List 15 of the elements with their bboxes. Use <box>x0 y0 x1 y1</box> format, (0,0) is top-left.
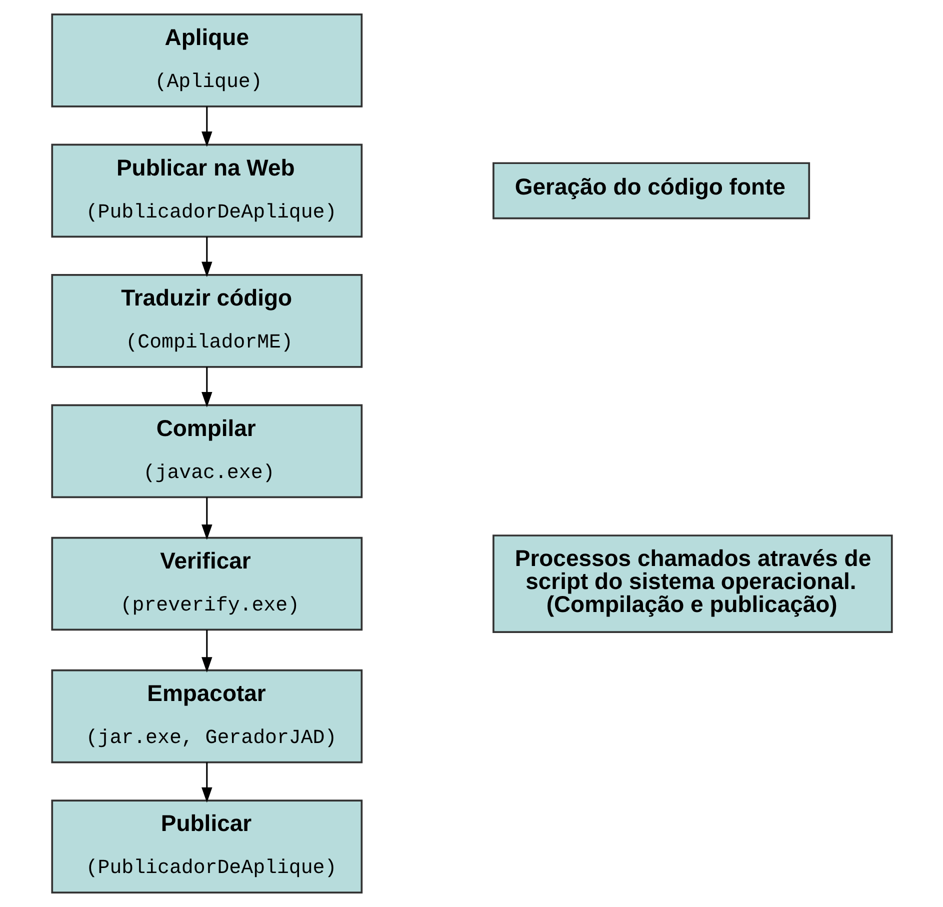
arrow <box>201 366 212 408</box>
arrow <box>201 236 212 278</box>
arrow <box>201 497 212 540</box>
node-box: Publicar na Web (PublicadorDeAplique) <box>50 144 362 238</box>
node-box: Compilar (javac.exe) <box>50 404 362 498</box>
node-box: Traduzir código (CompiladorME) <box>50 274 362 368</box>
node-box: Empacotar (jar.exe, GeradorJAD) <box>50 669 362 764</box>
node-box: Aplique (Aplique) <box>50 14 362 108</box>
node-box: Processos chamados através de script do sistema operacional. (Compilação e publicação) <box>492 534 892 633</box>
node-box: Publicar (PublicadorDeAplique) <box>50 800 362 894</box>
arrow <box>201 106 212 147</box>
arrow <box>201 630 212 672</box>
node-box: Geração do código fonte <box>492 162 810 220</box>
arrow <box>201 762 212 803</box>
node-box: Verificar (preverify.exe) <box>50 536 362 631</box>
